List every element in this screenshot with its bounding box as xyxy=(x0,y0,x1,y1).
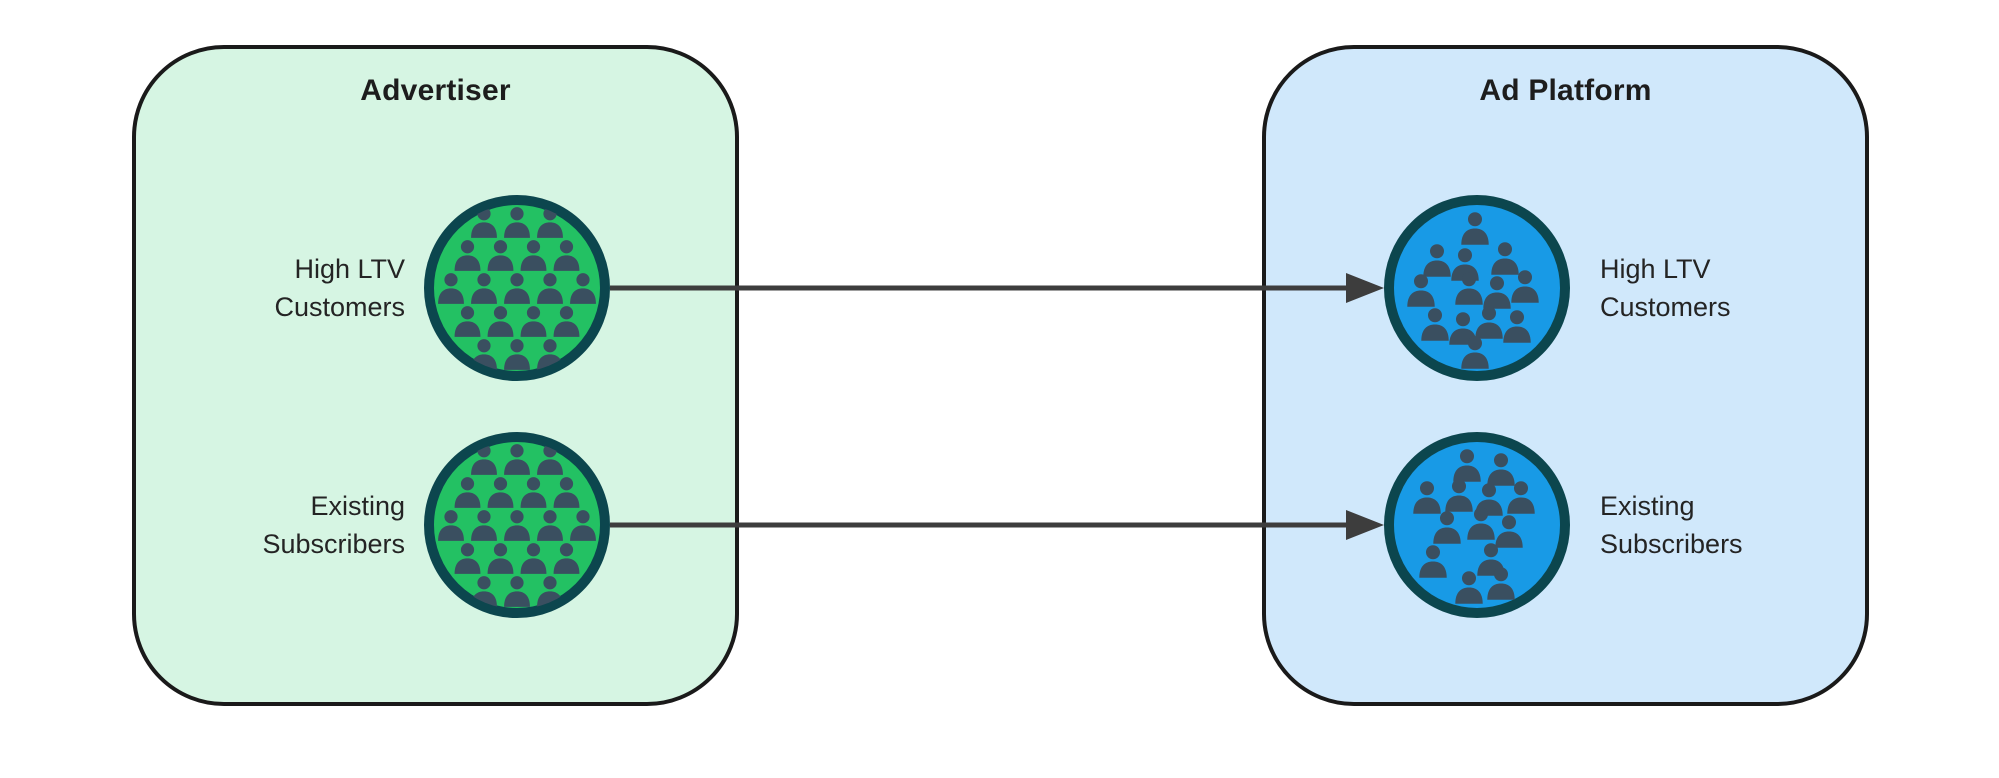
label-line: Customers xyxy=(274,292,405,322)
label-line: Subscribers xyxy=(262,529,405,559)
ad-platform-panel-title: Ad Platform xyxy=(1479,74,1652,107)
arrowhead-icon xyxy=(1346,273,1384,303)
arrow-existing-subscribers-flow xyxy=(610,510,1384,540)
advertiser-high-ltv-circle xyxy=(424,195,610,381)
label-line: High LTV xyxy=(1600,254,1711,284)
ad-platform-high-ltv-label: High LTV Customers xyxy=(1600,250,1850,326)
ad-platform-existing-subscribers-circle xyxy=(1384,432,1570,618)
ad-platform-existing-subscribers-label: Existing Subscribers xyxy=(1600,487,1850,563)
advertiser-panel-title: Advertiser xyxy=(360,74,511,107)
ad-platform-high-ltv-circle xyxy=(1384,195,1570,381)
label-line: Existing xyxy=(310,491,405,521)
label-line: High LTV xyxy=(294,254,405,284)
label-line: Subscribers xyxy=(1600,529,1743,559)
advertiser-high-ltv-label: High LTV Customers xyxy=(185,250,405,326)
label-line: Existing xyxy=(1600,491,1695,521)
advertiser-panel xyxy=(132,45,739,706)
ad-platform-panel xyxy=(1262,45,1869,706)
advertiser-existing-subscribers-label: Existing Subscribers xyxy=(185,487,405,563)
advertiser-existing-subscribers-circle xyxy=(424,432,610,618)
label-line: Customers xyxy=(1600,292,1731,322)
arrow-high-ltv-flow xyxy=(610,273,1384,303)
arrowhead-icon xyxy=(1346,510,1384,540)
